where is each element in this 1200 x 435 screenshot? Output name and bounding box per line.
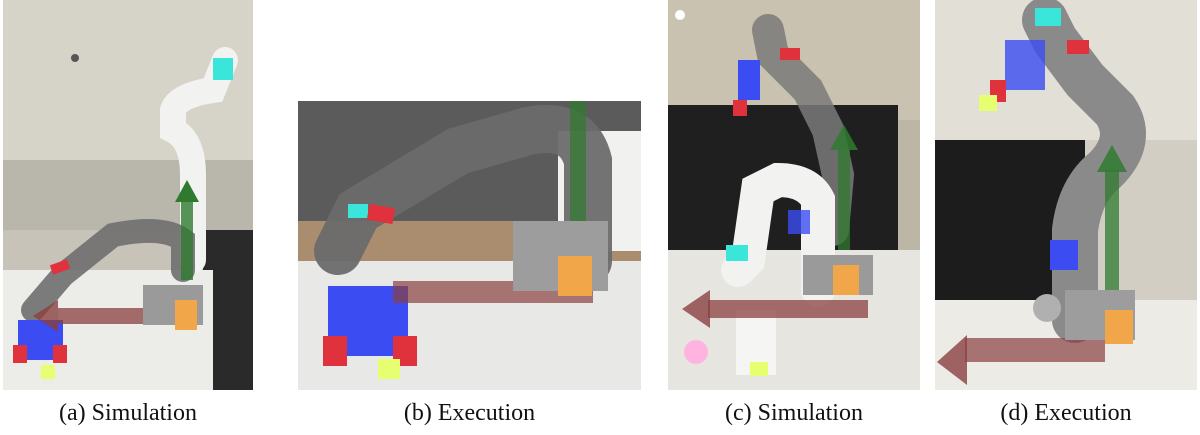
caption-c: (c) Simulation	[725, 400, 863, 426]
panel-a-photo	[3, 0, 253, 390]
panel-d-photo	[935, 0, 1197, 390]
panel-c-photo	[668, 0, 920, 390]
panel-b-photo	[298, 101, 641, 390]
caption-b: (b) Execution	[403, 400, 536, 426]
caption-a: (a) Simulation	[59, 400, 197, 426]
caption-d: (d) Execution	[1000, 400, 1132, 426]
